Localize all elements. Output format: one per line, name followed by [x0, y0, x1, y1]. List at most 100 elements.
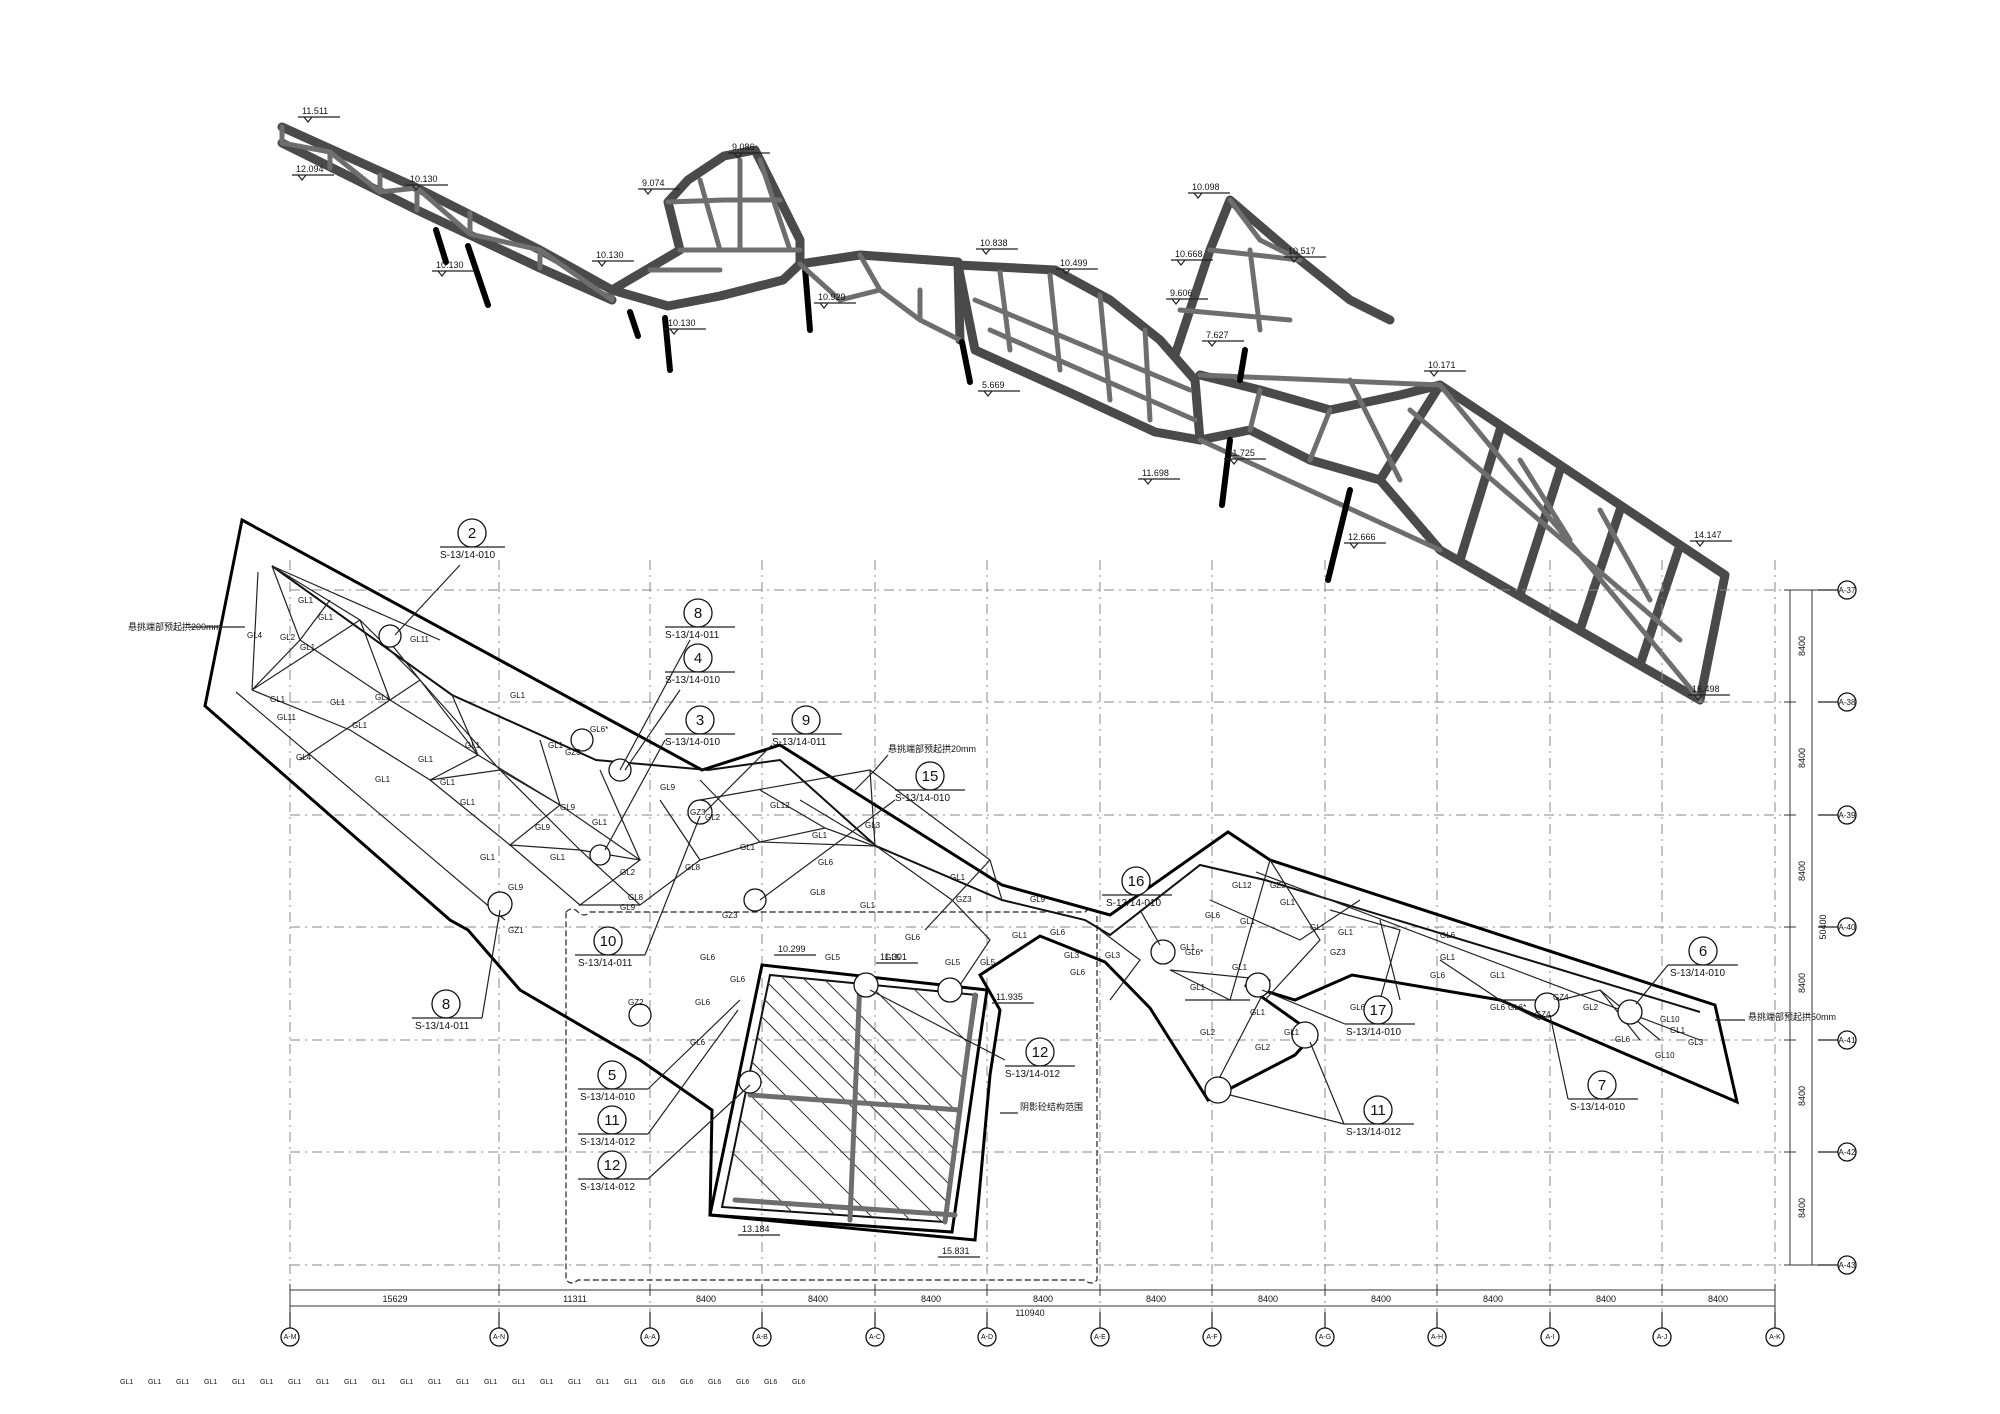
svg-text:GL8: GL8 [810, 888, 826, 897]
svg-text:GL6: GL6 [1615, 1035, 1631, 1044]
svg-text:S-13/14-010: S-13/14-010 [580, 1092, 635, 1103]
elevation-tag: 10.838 [976, 238, 1018, 255]
svg-text:10.130: 10.130 [668, 318, 696, 328]
svg-text:S-13/14-010: S-13/14-010 [895, 793, 950, 804]
svg-text:GL8: GL8 [628, 893, 644, 902]
drawing-notes: 悬挑端部预起拱200mm 悬挑端部预起拱20mm 悬挑端部预起拱50mm 阴影砼… [128, 621, 1836, 1114]
svg-text:5: 5 [608, 1067, 616, 1084]
svg-text:GZ3: GZ3 [690, 808, 706, 817]
svg-text:GL1: GL1 [300, 643, 316, 652]
svg-text:S-13/14-011: S-13/14-011 [415, 1021, 470, 1032]
member-labels: GL1 GL1 GL1 GL1 GL1 GL1 GL1 GL1 GL1 GL1 … [247, 596, 1704, 1060]
callout-bubble: 2 S-13/14-010 [394, 518, 505, 636]
svg-text:A-39: A-39 [1839, 811, 1856, 820]
svg-text:GL1: GL1 [1490, 971, 1506, 980]
elevation-tag: 11.698 [1138, 468, 1180, 485]
elevation-tag: 10.130 [432, 260, 474, 277]
axis-bubble-col: A-I [1540, 1312, 1560, 1347]
member-label: GL1 [540, 1379, 553, 1386]
svg-text:A-A: A-A [644, 1334, 656, 1341]
svg-text:GL6: GL6 [1430, 971, 1446, 980]
svg-text:8400: 8400 [696, 1294, 716, 1304]
svg-text:13.184: 13.184 [742, 1224, 770, 1234]
svg-text:110940: 110940 [1015, 1308, 1044, 1318]
callout-bubble: 7 S-13/14-010 [1549, 1014, 1638, 1113]
callout-bubble: 16 S-13/14-010 [1102, 866, 1172, 946]
callout-bubble: 8 S-13/14-011 [412, 909, 501, 1032]
svg-text:A-41: A-41 [1839, 1036, 1856, 1045]
svg-text:GZ3: GZ3 [565, 748, 581, 757]
svg-text:A-D: A-D [981, 1334, 993, 1341]
svg-text:GL1: GL1 [1232, 963, 1248, 972]
svg-text:A-N: A-N [493, 1334, 505, 1341]
member-label: GL1 [176, 1379, 189, 1386]
member-label: GL1 [484, 1379, 497, 1386]
svg-text:GL5: GL5 [825, 953, 841, 962]
axis-bubble-col: A-K [1765, 1312, 1785, 1347]
svg-text:S-13/14-010: S-13/14-010 [1670, 968, 1725, 979]
svg-text:GL2: GL2 [280, 633, 296, 642]
member-label: GL1 [260, 1379, 273, 1386]
svg-text:15629: 15629 [382, 1294, 407, 1304]
elevation-tag: 9.086 [728, 142, 770, 159]
svg-text:GL9: GL9 [660, 783, 676, 792]
svg-text:8400: 8400 [1797, 636, 1807, 656]
svg-text:GL9: GL9 [1030, 895, 1046, 904]
elevation-tag: 10.517 [1284, 246, 1326, 263]
svg-text:A-42: A-42 [1839, 1148, 1856, 1157]
axis-bubble-row: A-39 [1818, 805, 1857, 825]
svg-text:GL2: GL2 [705, 813, 721, 822]
svg-text:GL4: GL4 [247, 631, 263, 640]
note-cantilever-200: 悬挑端部预起拱200mm [128, 621, 221, 632]
axis-bubble-col: A-J [1652, 1312, 1672, 1347]
svg-text:GL1: GL1 [440, 778, 456, 787]
detail-callouts: 2 S-13/14-010 8 S-13/14-011 4 S-13/14-01… [394, 518, 1738, 1193]
svg-text:10.299: 10.299 [778, 944, 806, 954]
svg-text:GL2: GL2 [620, 868, 636, 877]
svg-text:10.668: 10.668 [1175, 249, 1203, 259]
svg-text:A-I: A-I [1546, 1334, 1555, 1341]
svg-text:10.499: 10.499 [1060, 258, 1088, 268]
note-cantilever-20: 悬挑端部预起拱20mm [888, 743, 976, 754]
member-label: GL1 [204, 1379, 217, 1386]
svg-text:17: 17 [1370, 1002, 1387, 1019]
svg-text:GL1: GL1 [740, 843, 756, 852]
svg-text:GL2: GL2 [1200, 1028, 1216, 1037]
svg-text:GL3: GL3 [1688, 1038, 1704, 1047]
elevation-tag: 11.301 [876, 952, 918, 964]
elevation-tag: 10.668 [1171, 249, 1213, 266]
svg-text:GL1: GL1 [1180, 943, 1196, 952]
callout-bubble: 6 S-13/14-010 [1635, 936, 1738, 1005]
svg-text:GL1: GL1 [1440, 953, 1456, 962]
member-label: GL1 [596, 1379, 609, 1386]
svg-text:12: 12 [1032, 1044, 1049, 1061]
elevation-tag: 10.130 [664, 318, 706, 335]
svg-text:GL1: GL1 [1284, 1028, 1300, 1037]
svg-text:GL1: GL1 [465, 741, 481, 750]
member-label: GL1 [568, 1379, 581, 1386]
svg-text:14.147: 14.147 [1694, 530, 1722, 540]
svg-text:GL6: GL6 [1070, 968, 1086, 977]
svg-text:GL1: GL1 [1670, 1026, 1686, 1035]
svg-text:9.606: 9.606 [1170, 288, 1193, 298]
elevation-tag: 15.831 [938, 1246, 980, 1258]
svg-text:9: 9 [802, 712, 810, 729]
svg-text:GL9: GL9 [508, 883, 524, 892]
svg-text:A-F: A-F [1206, 1334, 1217, 1341]
elevation-tag: 7.627 [1202, 330, 1244, 347]
axis-bubble-row: A-42 [1818, 1142, 1857, 1162]
svg-text:GL6: GL6 [1440, 931, 1456, 940]
svg-text:GL10: GL10 [1655, 1051, 1675, 1060]
svg-text:GL6: GL6 [700, 953, 716, 962]
svg-text:GL6: GL6 [730, 975, 746, 984]
svg-text:GL1: GL1 [1250, 1008, 1266, 1017]
svg-text:8: 8 [442, 996, 450, 1013]
concrete-shadow-boundary [565, 908, 1098, 1284]
callout-bubble: 17 S-13/14-010 [1261, 989, 1415, 1038]
svg-text:8400: 8400 [1371, 1294, 1391, 1304]
svg-text:10.130: 10.130 [410, 174, 438, 184]
axis-bubble-row: A-38 [1818, 692, 1857, 712]
svg-text:GL4: GL4 [296, 753, 312, 762]
svg-text:9.074: 9.074 [642, 178, 665, 188]
axis-bubble-col: A-G [1315, 1312, 1335, 1347]
